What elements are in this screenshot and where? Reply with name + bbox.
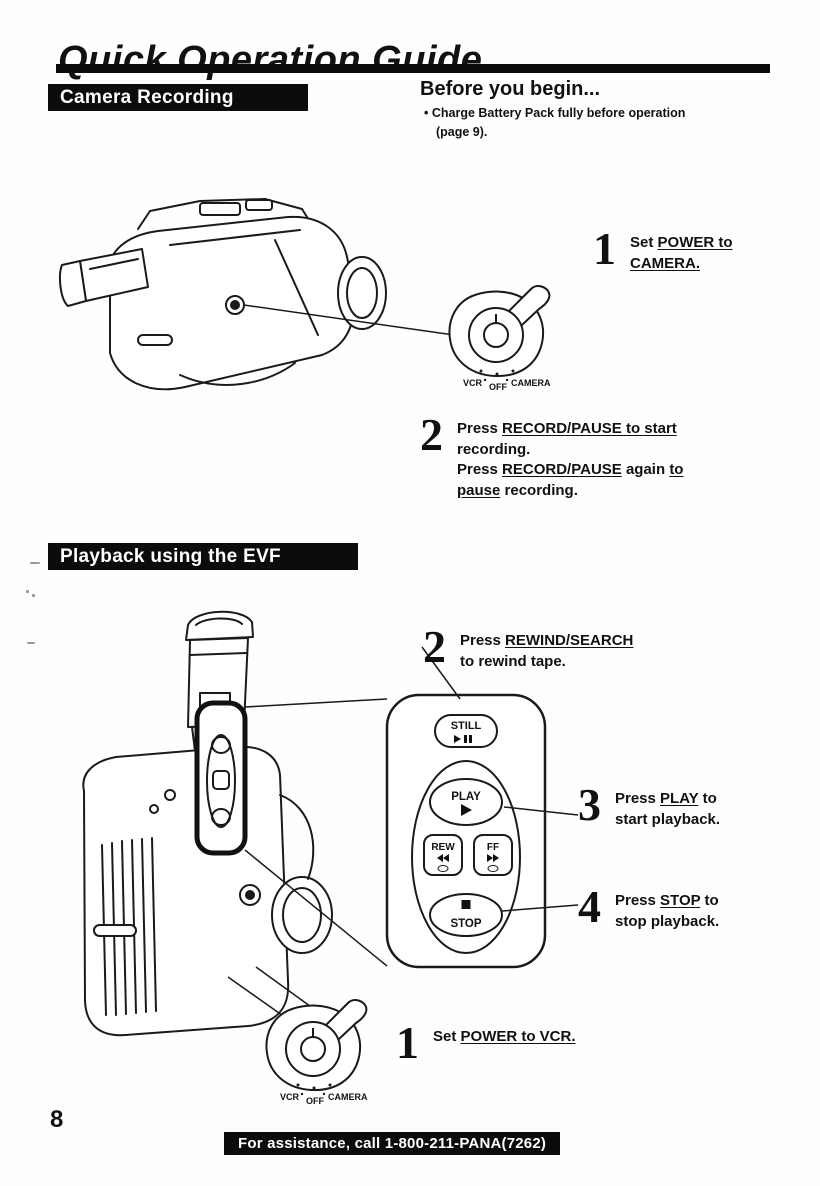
scan-artifact <box>27 642 35 644</box>
step-text-underlined: RECORD/PAUSE <box>502 461 622 479</box>
scan-artifact <box>32 594 35 597</box>
dial-label-vcr: VCR <box>463 378 483 388</box>
section-header-camera-recording: Camera Recording <box>48 84 308 111</box>
footer-assistance-bar: For assistance, call 1-800-211-PANA(7262… <box>224 1132 561 1155</box>
step-text: Set POWER to VCR. <box>433 1022 576 1048</box>
step-text-part: to <box>698 790 717 807</box>
step-1-camera: 1 Set POWER to CAMERA. <box>593 223 793 274</box>
button-cluster-ring <box>411 760 521 954</box>
before-you-begin-bullet-cont: (page 9). <box>436 125 488 139</box>
scan-artifact <box>26 590 29 593</box>
step-2-playback: 2 Press REWIND/SEARCH to rewind tape. <box>423 621 683 672</box>
fast-forward-icon <box>487 854 499 862</box>
step-text-part: to rewind tape. <box>460 652 566 670</box>
power-dial: VCR OFF CAMERA <box>448 285 551 392</box>
step-text: Press PLAY to start playback. <box>615 784 720 830</box>
section-header-camera-recording-label: Camera Recording <box>60 87 234 108</box>
dial-label-camera: CAMERA <box>328 1092 368 1102</box>
ff-button-label: FF <box>487 842 499 853</box>
step-text: Press REWIND/SEARCH to rewind tape. <box>460 626 633 672</box>
rew-button-label: REW <box>431 842 455 853</box>
still-button: STILL <box>434 714 498 748</box>
title-rule <box>56 64 770 73</box>
step-text-underlined: to <box>669 461 684 479</box>
camcorder-side-view <box>59 198 387 391</box>
play-button-label: PLAY <box>451 791 481 803</box>
page-title: Quick Operation Guide <box>58 39 483 82</box>
step-text: Set POWER to CAMERA. <box>630 228 733 274</box>
step-text: Press RECORD/PAUSE to start recording. P… <box>457 414 683 502</box>
step-text-part: Set <box>433 1028 461 1045</box>
evf-button-panel-highlight <box>194 700 248 856</box>
rew-search-icon <box>437 865 449 872</box>
step-text-part: recording. <box>500 482 578 500</box>
page-number: 8 <box>50 1106 64 1133</box>
step-text-underlined: pause <box>457 482 501 500</box>
stop-icon <box>461 900 471 909</box>
stop-button-label: STOP <box>450 918 481 930</box>
step-text: Press STOP to stop playback. <box>615 886 719 932</box>
section-header-playback-evf-label: Playback using the EVF <box>60 546 281 567</box>
still-advance-icon <box>454 735 472 743</box>
dial-label-off: OFF <box>489 382 507 392</box>
step-text-underlined: RECORD/PAUSE to start <box>502 420 677 437</box>
step-text-part: Set <box>630 234 658 251</box>
remote-panel: STILL PLAY REW <box>385 693 547 969</box>
callout-line-power-switch <box>243 304 469 338</box>
step-3-playback: 3 Press PLAY to start playback. <box>578 779 788 830</box>
step-text-underlined: POWER to VCR. <box>460 1028 576 1045</box>
step-number: 1 <box>593 223 616 274</box>
scan-artifact <box>30 562 40 564</box>
step-number: 1 <box>396 1017 419 1068</box>
section-header-playback-evf: Playback using the EVF <box>48 543 358 570</box>
step-number: 2 <box>423 621 446 672</box>
step-2-camera: 2 Press RECORD/PAUSE to start recording.… <box>420 409 750 502</box>
step-text-part: start playback. <box>615 810 721 828</box>
before-you-begin-bullet: • Charge Battery Pack fully before opera… <box>424 106 686 120</box>
camera-recording-illustration: VCR OFF CAMERA <box>59 198 551 392</box>
dial-label-off: OFF <box>306 1096 324 1106</box>
step-number: 2 <box>420 409 443 460</box>
step-number: 3 <box>578 779 601 830</box>
rewind-icon <box>437 854 449 862</box>
dial-label-vcr: VCR <box>280 1092 300 1102</box>
dial-label-camera: CAMERA <box>511 378 551 388</box>
step-text-underlined: CAMERA. <box>630 254 700 272</box>
step-text-underlined: POWER to <box>657 234 733 251</box>
ff-button: FF <box>473 834 513 876</box>
callout-wedge-lines <box>244 698 388 967</box>
step-4-playback: 4 Press STOP to stop playback. <box>578 881 788 932</box>
evf-button-panel-buttons-small <box>206 734 236 828</box>
ff-search-icon <box>487 865 499 872</box>
step-text-underlined: STOP <box>660 892 701 909</box>
stop-button: STOP <box>429 893 503 937</box>
step-text-part: recording. <box>457 440 531 458</box>
power-dial-playback: VCR OFF CAMERA <box>265 999 368 1106</box>
step-1-playback: 1 Set POWER to VCR. <box>396 1017 686 1068</box>
play-button: PLAY <box>429 778 503 826</box>
step-text-part: Press <box>457 461 503 479</box>
step-text-part: Press <box>457 420 503 437</box>
step-text-part: again <box>621 461 670 479</box>
step-text-part: to <box>700 892 719 909</box>
step-text-part: Press <box>615 790 661 807</box>
still-button-label: STILL <box>451 720 482 732</box>
step-text-part: Press <box>615 892 661 909</box>
play-icon <box>461 804 472 816</box>
step-text-part: Press <box>460 632 506 649</box>
before-you-begin-title: Before you begin... <box>420 78 601 100</box>
rew-button: REW <box>423 834 463 876</box>
step-number: 4 <box>578 881 601 932</box>
step-text-part: stop playback. <box>615 912 720 930</box>
step-text-underlined: REWIND/SEARCH <box>505 632 634 649</box>
step-text-underlined: PLAY <box>660 790 699 807</box>
playback-illustration: STILL PLAY REW <box>82 610 579 1106</box>
